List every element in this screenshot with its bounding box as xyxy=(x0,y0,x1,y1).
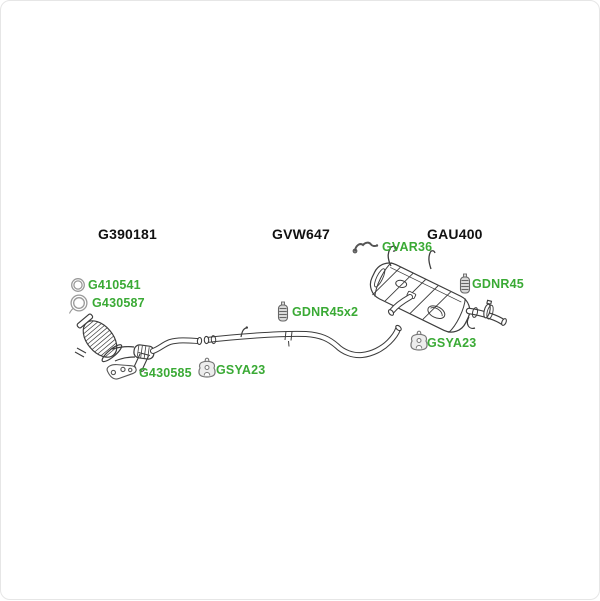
part-link-flange-gasket[interactable]: G430585 xyxy=(139,366,192,380)
rubber-hanger-icon-left xyxy=(198,357,216,378)
gasket-ring-large-icon xyxy=(68,294,88,314)
section-heading-middle-pipe: GVW647 xyxy=(272,226,330,242)
front-pipe-drawing xyxy=(150,336,203,354)
part-link-hanger-middle[interactable]: GSYA23 xyxy=(216,363,266,377)
rear-muffler-drawing xyxy=(369,262,471,333)
muffler-inlet-pipe-drawing xyxy=(387,294,413,316)
part-link-clamp-middle[interactable]: GDNR45x2 xyxy=(292,305,359,319)
pipe-clamp-icon-rear xyxy=(459,273,471,294)
gasket-ring-small-icon xyxy=(71,278,85,292)
part-link-gasket-large[interactable]: G430587 xyxy=(92,296,145,310)
tailpipe-drawing xyxy=(465,299,507,329)
flange-gasket-drawing xyxy=(106,364,137,380)
section-heading-rear-muffler: GAU400 xyxy=(427,226,483,242)
part-link-strap-rear[interactable]: GVAR36 xyxy=(382,240,433,254)
part-link-hanger-rear[interactable]: GSYA23 xyxy=(427,336,477,350)
part-link-clamp-rear[interactable]: GDNR45 xyxy=(472,277,524,291)
pipe-clamp-icon-middle xyxy=(277,301,289,322)
section-heading-front-pipe: G390181 xyxy=(98,226,158,242)
rubber-hanger-icon-right xyxy=(410,330,428,351)
catalytic-converter-drawing xyxy=(74,313,136,363)
muffler-hanger-rods-drawing xyxy=(387,245,436,270)
hanger-hook-icon xyxy=(352,241,379,254)
part-link-gasket-small[interactable]: G410541 xyxy=(88,278,141,292)
middle-pipe-drawing xyxy=(203,324,402,359)
